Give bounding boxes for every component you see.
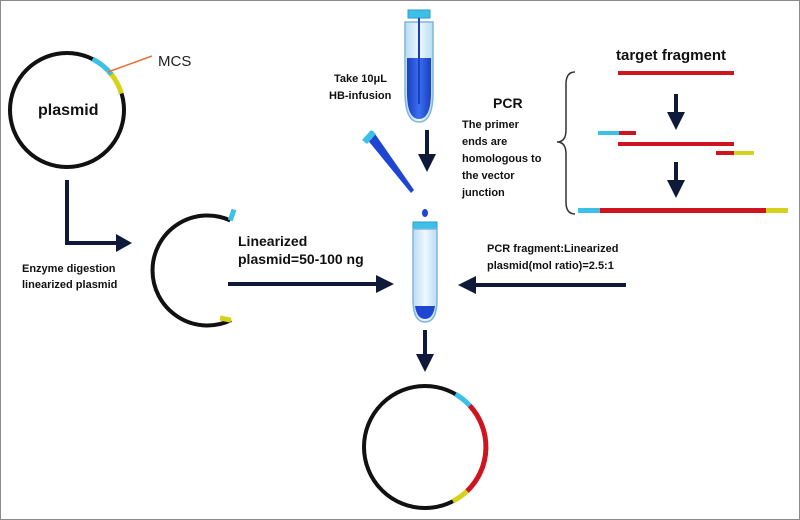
product-blue-junction [454, 392, 472, 408]
primer-left-homology [598, 131, 619, 135]
hb-infusion-tube [404, 9, 434, 123]
digestion-arrow [65, 180, 132, 252]
primer-left-body [619, 131, 636, 135]
linearized-label-line1: Linearized [238, 233, 307, 249]
tube-down-arrow [418, 130, 436, 172]
ratio-label-line1: PCR fragment:Linearized [487, 243, 618, 255]
mcs-label: MCS [158, 53, 191, 70]
take-label-line2: HB-infusion [329, 90, 392, 102]
linearized-to-tube-arrow [228, 275, 394, 293]
linearized-plasmid [150, 208, 237, 328]
enzyme-label-line2: linearized plasmid [22, 279, 117, 291]
target-fragment-label: target fragment [616, 47, 726, 64]
linear-yellow-end [219, 315, 232, 323]
pcr-arrow-2 [667, 162, 685, 198]
plasmid-label: plasmid [38, 102, 98, 119]
take-label-line1: Take 10μL [334, 73, 387, 85]
linear-blue-end [227, 208, 237, 222]
product-right-homology [766, 208, 788, 213]
primer-text-line4: the vector [462, 170, 515, 182]
primer-right-body [716, 151, 734, 155]
reaction-tube [412, 221, 438, 323]
fragment-to-tube-arrow [458, 276, 626, 294]
linearized-label-line2: plasmid=50-100 ng [238, 251, 364, 267]
product-left-homology [578, 208, 600, 213]
product-yellow-junction [451, 489, 469, 504]
pipette-tip [362, 130, 414, 193]
ratio-label-line2: plasmid(mol ratio)=2.5:1 [487, 260, 614, 272]
primer-text-line3: homologous to [462, 153, 542, 165]
enzyme-label-line1: Enzyme digestion [22, 263, 116, 275]
product-red-insert [465, 404, 489, 493]
pcr-arrow-1 [667, 94, 685, 130]
mcs-pointer-line [107, 55, 153, 73]
primer-text-line1: The primer [462, 119, 520, 131]
mcs-blue-segment [91, 56, 114, 76]
tube-to-product-arrow [416, 330, 434, 372]
template-strand [618, 142, 734, 146]
pcr-brace [556, 71, 576, 215]
primer-text-line2: ends are [462, 136, 507, 148]
target-fragment-bar [618, 71, 734, 75]
mcs-yellow-segment [109, 72, 124, 95]
product-insert [600, 208, 766, 213]
primer-right-homology [734, 151, 754, 155]
plasmid-circle [8, 51, 126, 169]
recombinant-plasmid [362, 384, 489, 510]
droplet-1 [422, 209, 428, 217]
pcr-label: PCR [493, 95, 523, 111]
primer-text-line5: junction [461, 187, 505, 199]
